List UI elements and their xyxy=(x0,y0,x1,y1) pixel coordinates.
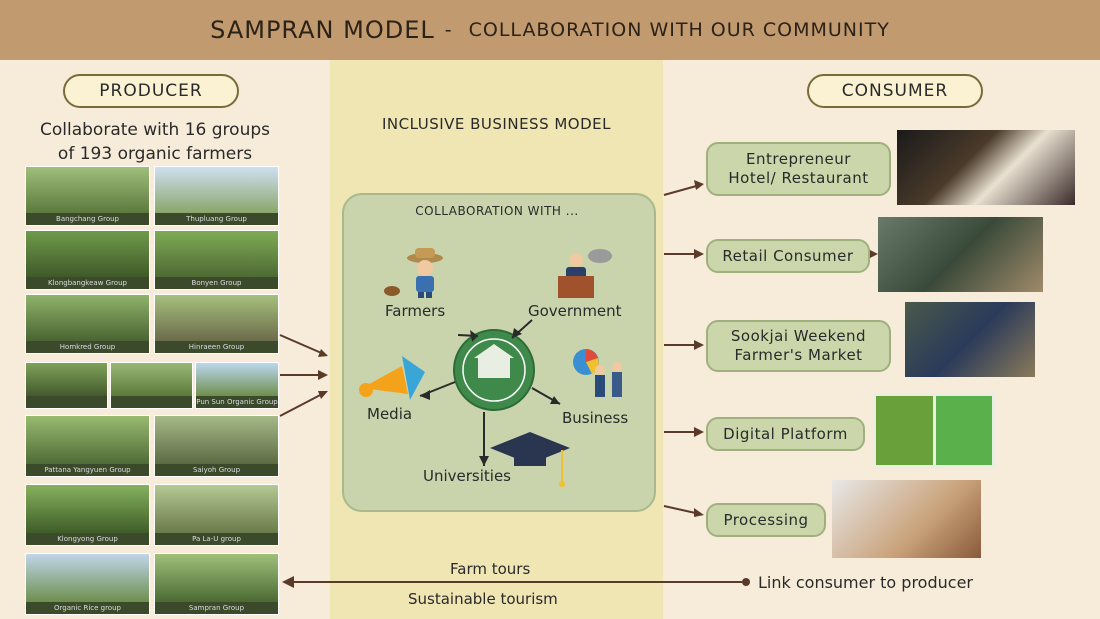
business-icon xyxy=(573,349,622,397)
photo-processing xyxy=(832,480,981,558)
consumer-hotel-restaurant: Entrepreneur Hotel/ Restaurant xyxy=(706,142,891,196)
title-sub: COLLABORATION WITH OUR COMMUNITY xyxy=(468,19,890,41)
group-photo-sampran: Sampran Group xyxy=(154,553,279,615)
sustainable-tourism-label: Sustainable tourism xyxy=(408,590,558,608)
megaphone-icon xyxy=(359,356,425,400)
photo-retail xyxy=(878,217,1043,292)
node-media: Media xyxy=(367,405,413,423)
group-photo-palau: Pa La-U group xyxy=(154,484,279,546)
consumer-digital-platform: Digital Platform xyxy=(706,417,865,451)
photo-digital-platform xyxy=(873,393,995,468)
group-photo-bangchang: Bangchang Group xyxy=(25,166,150,226)
farmer-icon xyxy=(384,248,443,298)
group-photo-pattana: Pattana Yangyuen Group xyxy=(25,415,150,477)
consumer-weekend-market: Sookjai Weekend Farmer's Market xyxy=(706,320,891,372)
government-icon xyxy=(558,249,612,298)
group-photo-homkred: Homkred Group xyxy=(25,294,150,354)
title-main: SAMPRAN MODEL xyxy=(210,16,435,44)
group-photo-klongbangkeaw: Klongbangkeaw Group xyxy=(25,230,150,290)
photo-hotel-chefs xyxy=(897,130,1075,205)
inclusive-model-title: INCLUSIVE BUSINESS MODEL xyxy=(381,115,612,133)
consumer-processing: Processing xyxy=(706,503,826,537)
sookjai-logo xyxy=(453,329,535,411)
group-photo-r4a xyxy=(25,362,108,409)
node-universities: Universities xyxy=(423,467,512,485)
collaboration-title: COLLABORATION WITH ... xyxy=(415,204,579,218)
producer-caption: Collaborate with 16 groups of 193 organi… xyxy=(10,118,300,166)
group-photo-thupluang: Thupluang Group xyxy=(154,166,279,226)
node-government: Government xyxy=(528,302,622,320)
node-business: Business xyxy=(562,409,629,427)
collaboration-box xyxy=(342,193,656,512)
app-screen-left xyxy=(876,396,933,465)
node-farmers: Farmers xyxy=(385,302,446,320)
group-photo-saiyoh: Saiyoh Group xyxy=(154,415,279,477)
group-photo-r4b xyxy=(110,362,193,409)
farm-tours-label: Farm tours xyxy=(450,560,531,578)
group-photo-bonyen: Bonyen Group xyxy=(154,230,279,290)
group-photo-organic-rice: Organic Rice group xyxy=(25,553,150,615)
producer-label: PRODUCER xyxy=(63,74,239,108)
group-photo-klongyong: Klongyong Group xyxy=(25,484,150,546)
producer-caption-line2: of 193 organic farmers xyxy=(57,144,253,164)
consumer-retail: Retail Consumer xyxy=(706,239,870,273)
photo-weekend-market xyxy=(905,302,1035,377)
producer-caption-line1: Collaborate with 16 groups xyxy=(40,120,270,140)
group-photo-punsun: Pun Sun Organic Group xyxy=(195,362,279,409)
consumer-label: CONSUMER xyxy=(807,74,983,108)
title-banner: SAMPRAN MODEL - COLLABORATION WITH OUR C… xyxy=(0,0,1100,60)
group-photo-hinraeen: Hinraeen Group xyxy=(154,294,279,354)
app-screen-right xyxy=(936,396,992,465)
graduation-cap-icon xyxy=(490,432,570,487)
title-dash: - xyxy=(444,19,453,41)
link-consumer-label: Link consumer to producer xyxy=(758,573,973,592)
